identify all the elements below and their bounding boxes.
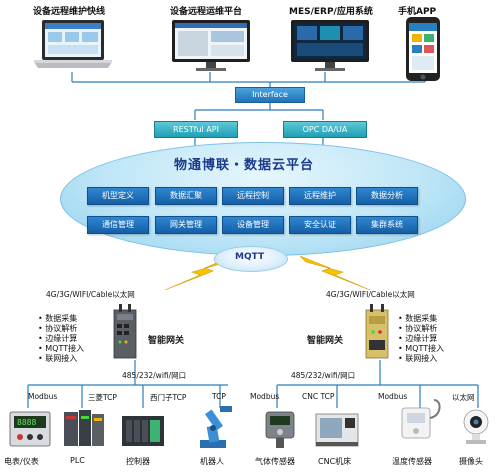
gateway-device-icon (113, 304, 137, 359)
left-network-label: 4G/3G/WIFI/Cable以太网 (46, 290, 135, 299)
left-protocol-modbus: Modbus (28, 392, 58, 401)
gateway-device-icon (365, 304, 389, 359)
cnc-machine-icon (315, 413, 359, 447)
svg-text:8888: 8888 (17, 418, 36, 427)
left-protocol-siemens: 西门子TCP (150, 393, 187, 402)
func-comm-management: 通信管理 (87, 216, 149, 234)
left-protocol-mitsubishi: 三菱TCP (88, 393, 117, 402)
func-data-aggregation: 数据汇聚 (155, 187, 217, 205)
laptop-icon (34, 20, 112, 68)
right-port-label: 485/232/wifi/网口 (291, 371, 356, 380)
left-device-plc: PLC (70, 456, 85, 465)
robot-icon (200, 406, 232, 448)
interface-box: Interface (235, 87, 305, 103)
monitor-icon (291, 20, 369, 71)
func-model-definition: 机型定义 (87, 187, 149, 205)
right-protocol-modbus-2: Modbus (378, 392, 408, 401)
func-remote-maintenance: 远程维护 (289, 187, 351, 205)
right-gateway-name: 智能网关 (307, 336, 344, 346)
left-port-label: 485/232/wifi/网口 (122, 371, 187, 380)
phone-icon (406, 17, 440, 81)
opc-da-ua-box: OPC DA/UA (283, 121, 367, 138)
func-cluster-system: 集群系统 (356, 216, 418, 234)
controller-icon (122, 416, 164, 446)
mqtt-cloud (214, 246, 288, 272)
feature-item: 协议解析 (38, 324, 84, 334)
right-network-label: 4G/3G/WIFI/Cable以太网 (326, 290, 415, 299)
platform-title: 物通博联・数据云平台 (174, 158, 315, 173)
left-device-controller: 控制器 (126, 457, 150, 466)
feature-item: 数据采集 (38, 314, 84, 324)
feature-item: MQTT接入 (38, 344, 84, 354)
feature-item: 边缘计算 (398, 334, 444, 344)
top-label-mobile-app: 手机APP (398, 7, 437, 17)
right-protocol-cnc-tcp: CNC TCP (302, 392, 335, 401)
right-device-temp-sensor: 温度传感器 (392, 457, 432, 466)
right-protocol-ethernet: 以太网 (452, 393, 475, 402)
left-protocol-tcp: TCP (212, 392, 226, 401)
feature-item: MQTT接入 (398, 344, 444, 354)
monitor-icon (172, 20, 250, 71)
left-device-meter: 电表/仪表 (4, 457, 39, 466)
camera-icon (463, 409, 489, 444)
top-label-ops-platform: 设备远程运维平台 (170, 7, 243, 17)
feature-item: 边缘计算 (38, 334, 84, 344)
left-gateway-name: 智能网关 (148, 336, 185, 346)
plc-icon (64, 410, 104, 446)
func-data-analysis: 数据分析 (356, 187, 418, 205)
right-gateway-features: 数据采集 协议解析 边缘计算 MQTT接入 联网接入 (398, 314, 444, 364)
left-gateway-features: 数据采集 协议解析 边缘计算 MQTT接入 联网接入 (38, 314, 84, 364)
meter-icon: 8888 (9, 411, 51, 447)
gas-sensor-icon (265, 411, 295, 448)
restful-api-box: RESTful API (154, 121, 238, 138)
feature-item: 联网接入 (398, 354, 444, 364)
feature-item: 联网接入 (38, 354, 84, 364)
func-remote-control: 远程控制 (222, 187, 284, 205)
right-device-cnc: CNC机床 (318, 457, 352, 466)
right-device-camera: 摄像头 (459, 457, 483, 466)
right-protocol-modbus: Modbus (250, 392, 280, 401)
temperature-sensor-icon (401, 399, 441, 439)
func-security-auth: 安全认证 (289, 216, 351, 234)
feature-item: 数据采集 (398, 314, 444, 324)
top-label-remote-maintenance: 设备远程维护快线 (33, 7, 106, 17)
feature-item: 协议解析 (398, 324, 444, 334)
top-label-mes-erp: MES/ERP/应用系统 (289, 7, 373, 17)
right-device-gas-sensor: 气体传感器 (255, 457, 295, 466)
mqtt-label: MQTT (235, 252, 265, 262)
left-device-robot: 机器人 (200, 457, 224, 466)
func-device-management: 设备管理 (222, 216, 284, 234)
func-gateway-management: 网关管理 (155, 216, 217, 234)
